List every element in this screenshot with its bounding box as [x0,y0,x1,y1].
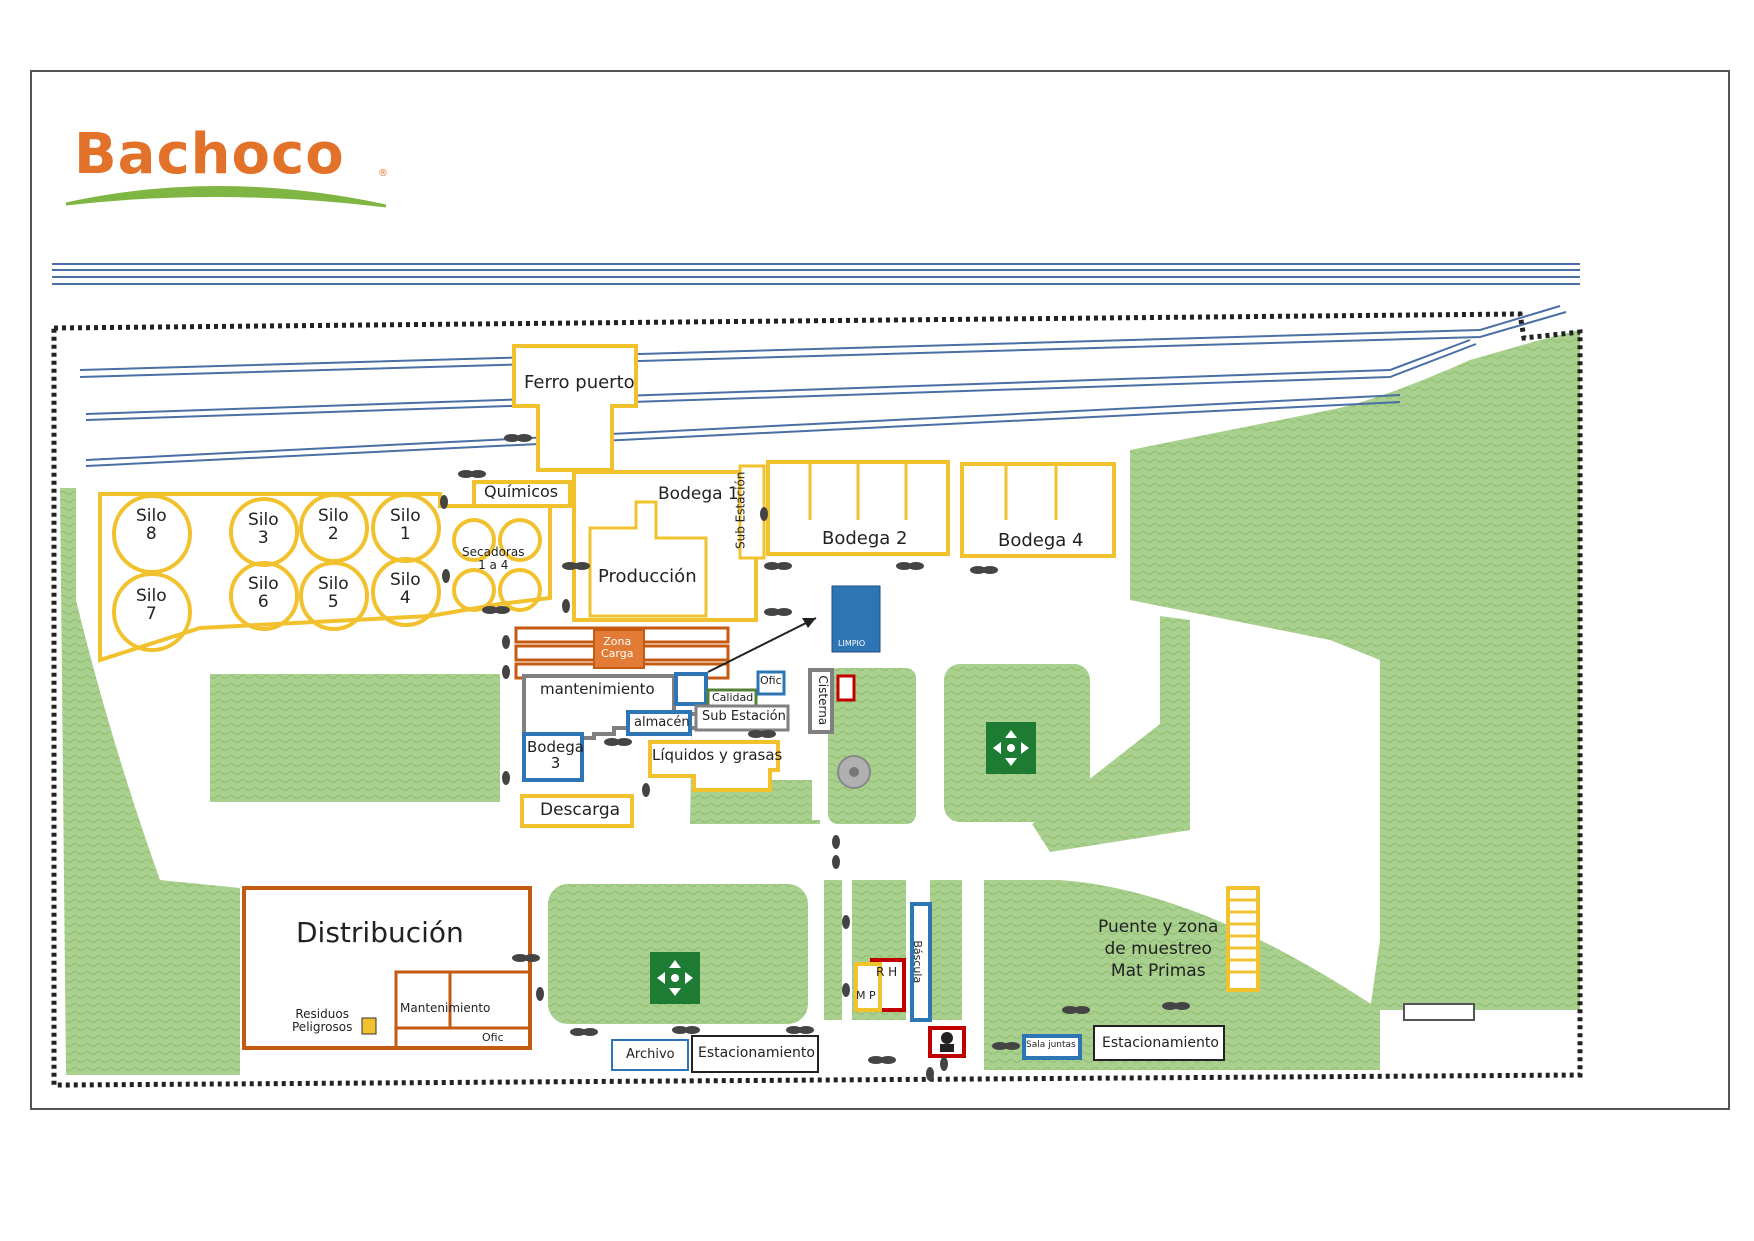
label-silo-1: Silo 1 [390,506,421,544]
label-estacionamiento-1: Estacionamiento [698,1045,815,1061]
green-i [930,880,962,1020]
label-mantenimiento-distribucion: Mantenimiento [400,1001,491,1015]
assembly-point-icons [657,730,1029,996]
mp-box [854,962,882,1012]
label-silo-5: Silo 5 [318,574,349,612]
bodega3-box [522,732,584,782]
limpio-arrow [707,617,817,673]
estacionamiento1-box [691,1035,819,1073]
highway-lines [52,263,1580,285]
ofic-box [756,670,786,696]
label-cisterna: Cisterna [816,675,831,726]
label-sub-estacion-vertical: Sub Estación [733,471,748,550]
label-silo-3: Silo 3 [248,510,279,548]
label-puente: Puente y zona de muestreo Mat Primas [1098,917,1219,982]
almacen-box [626,710,692,736]
hazard-icon [361,1017,377,1035]
silo-circles [112,493,542,652]
bachoco-logo: Bachoco [74,122,345,187]
comedor-box [674,672,708,706]
zona-carga-box [593,629,645,669]
label-liquidos: Líquidos y grasas [652,746,783,764]
ferro-puerto-area [512,344,638,472]
puente-stripes [1226,886,1260,992]
sub-estacion-box [694,704,790,732]
label-silo-6: Silo 6 [248,574,279,612]
label-calidad: Calidad [712,691,754,704]
estacionamiento2-box [1093,1025,1225,1061]
label-ferro-puerto: Ferro puerto [524,372,635,393]
label-zona-carga: Zona Carga [601,635,634,660]
label-secadoras: Secadoras 1 a 4 [462,545,525,572]
label-silo-8: Silo 8 [136,506,167,544]
label-ofic: Ofic [760,674,782,687]
label-bodega2: Bodega 2 [822,528,908,549]
cisterna-box [808,668,834,734]
green-g [824,880,842,1020]
label-silo-2: Silo 2 [318,506,349,544]
label-bodega3: Bodega 3 [527,738,584,772]
limpio-sign [831,585,881,653]
label-bascula: Báscula [911,940,925,984]
logo-swoosh [65,185,387,208]
label-bodega1: Bodega 1 [658,484,739,504]
label-bodega4: Bodega 4 [998,530,1084,551]
green-e [1032,616,1190,852]
green-a [210,674,500,802]
label-rh: R H [876,965,898,979]
label-archivo: Archivo [626,1047,675,1062]
label-mantenimiento: mantenimiento [540,680,655,698]
label-silo-7: Silo 7 [136,586,167,624]
label-distribucion: Distribución [296,916,464,949]
bascula-box [910,902,932,1022]
label-sub-estacion: Sub Estación [702,709,786,724]
label-silo-4: Silo 4 [390,570,421,608]
descarga-box [520,794,634,828]
label-sala-juntas: Sala juntas [1026,1040,1076,1050]
white-bar [1403,1003,1475,1021]
sala-juntas-box [1022,1034,1082,1060]
label-estacionamiento-2: Estacionamiento [1102,1035,1219,1051]
label-almacen: almacén [634,715,690,730]
silos-area [98,492,552,663]
red-box [836,674,856,702]
label-descarga: Descarga [540,800,621,820]
registered-mark: ® [378,168,388,179]
footprint-markers [440,434,1190,1081]
quimicos-box [472,480,572,508]
map-frame [30,70,1730,1110]
label-quimicos: Químicos [484,482,559,501]
produccion-inner [588,500,708,618]
liquidos-area [648,740,780,792]
label-produccion: Producción [598,566,697,587]
label-ofic-distribucion: Ofic [482,1031,504,1044]
distribucion-box [242,886,532,1050]
green-bodega-zone [1130,330,1580,1010]
archivo-box [611,1039,689,1071]
label-mp: M P [856,989,876,1002]
label-residuos: Residuos Peligrosos [292,1007,353,1034]
green-left-strip [60,488,240,1075]
label-limpio: LIMPIO [838,639,866,648]
green-j [984,880,1380,1070]
bodega4-box [960,462,1116,558]
